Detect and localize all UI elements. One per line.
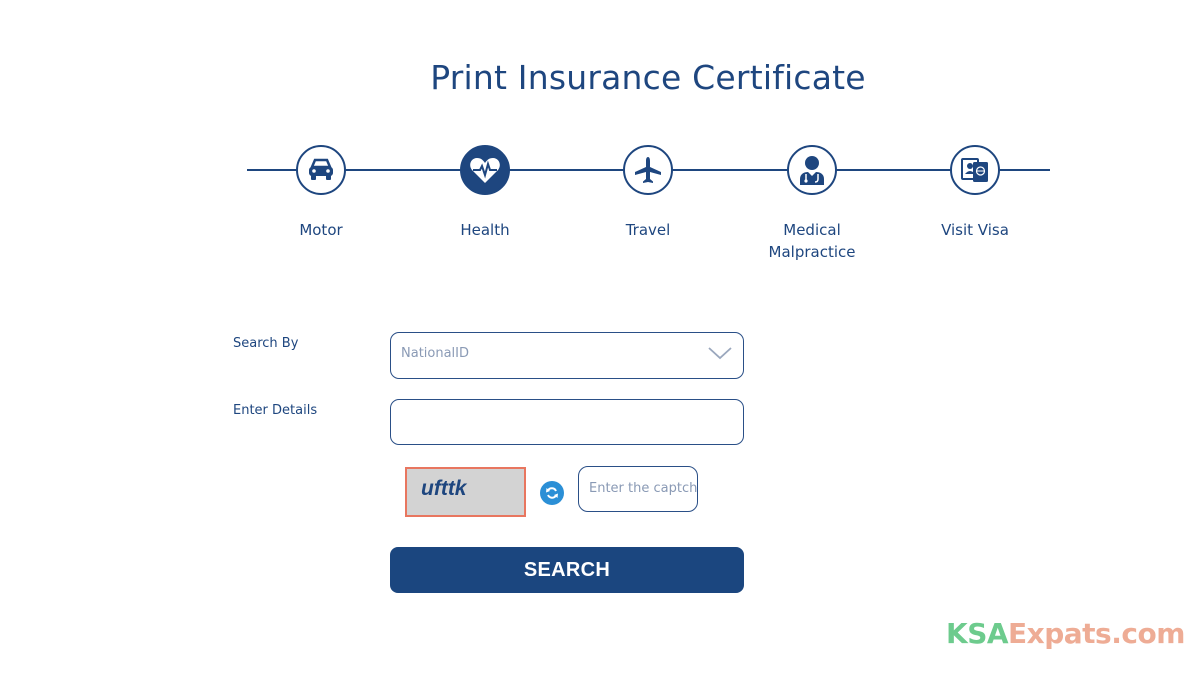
captcha-text: ufttk (421, 477, 467, 500)
heart-pulse-icon (460, 145, 510, 195)
captcha-image: ufttk (405, 467, 526, 517)
page-title: Print Insurance Certificate (430, 58, 866, 97)
chevron-down-icon (708, 347, 732, 360)
search-by-label: Search By (233, 336, 299, 351)
step-label: Travel (625, 221, 671, 239)
airplane-icon (623, 145, 673, 195)
step-label: Medical Malpractice (768, 221, 856, 261)
passport-icon (950, 145, 1000, 195)
step-label: Health (460, 221, 510, 239)
step-label: Motor (299, 221, 343, 239)
car-icon (296, 145, 346, 195)
step-visit-visa[interactable]: Visit Visa (895, 145, 1055, 241)
step-medical-malpractice[interactable]: Medical Malpractice (732, 145, 892, 263)
step-label: Visit Visa (941, 221, 1009, 239)
step-travel[interactable]: Travel (568, 145, 728, 241)
captcha-input[interactable]: Enter the captch (578, 466, 698, 512)
search-by-value: NationalID (401, 346, 470, 361)
watermark-logo: KSAExpats.com (946, 617, 1185, 650)
details-label: Enter Details (233, 403, 318, 418)
step-motor[interactable]: Motor (241, 145, 401, 241)
search-by-select[interactable]: NationalID (390, 332, 744, 379)
captcha-placeholder: Enter the captch (589, 481, 698, 496)
search-button[interactable]: SEARCH (390, 547, 744, 593)
step-health[interactable]: Health (405, 145, 565, 241)
refresh-captcha-button[interactable] (540, 481, 564, 505)
doctor-icon (787, 145, 837, 195)
refresh-icon (546, 487, 558, 499)
details-input[interactable] (390, 399, 744, 445)
